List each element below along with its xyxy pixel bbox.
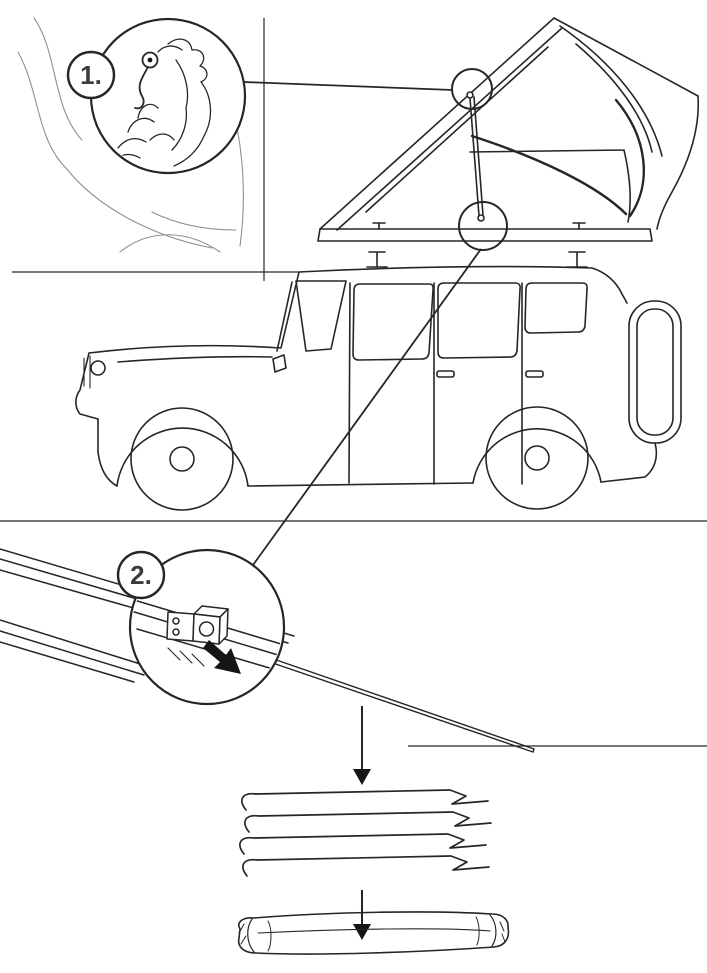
down-arrow-1 bbox=[353, 706, 371, 785]
rail-hatch-lines bbox=[167, 647, 205, 667]
step2-connector-line bbox=[252, 248, 482, 566]
spring-rod-3 bbox=[239, 833, 487, 855]
windshield bbox=[295, 280, 347, 352]
down-arrow-head-icon bbox=[353, 924, 371, 940]
roll-shading bbox=[238, 921, 506, 945]
hood-crease bbox=[117, 355, 273, 363]
roll-right-cap bbox=[489, 914, 497, 947]
tent-pole-rear bbox=[614, 98, 646, 218]
tent-fabric-edge bbox=[656, 95, 700, 230]
vehicle-silhouette bbox=[75, 265, 628, 420]
sketch-line bbox=[151, 211, 237, 231]
front-door-window bbox=[352, 283, 434, 361]
tent-folded-panel bbox=[319, 17, 563, 231]
bracket-cube-front bbox=[192, 613, 221, 645]
tent-fabric-fold bbox=[575, 43, 653, 153]
mounting-rod bbox=[257, 653, 535, 753]
strut-pivot-top bbox=[466, 91, 474, 99]
tent-mount-foot-front bbox=[366, 222, 388, 268]
sketch-line bbox=[65, 167, 213, 249]
step1-callout-circle bbox=[89, 17, 247, 175]
step1-leader-line bbox=[243, 81, 454, 91]
a-pillar-line bbox=[276, 281, 293, 352]
front-hub bbox=[169, 446, 195, 472]
bracket-flange bbox=[166, 611, 195, 642]
step2-scene-bracket-on-rail bbox=[132, 599, 282, 674]
tent-fabric-fold bbox=[559, 25, 663, 157]
step2-badge-circle bbox=[116, 550, 166, 600]
vehicle-rocker bbox=[247, 482, 474, 487]
spring-rod-2 bbox=[244, 811, 492, 833]
strut-pivot-bottom bbox=[477, 214, 485, 222]
sketch-line bbox=[17, 51, 67, 169]
frame-lines bbox=[0, 18, 707, 747]
roll-crease bbox=[257, 928, 491, 934]
bracket-bore-hole bbox=[198, 621, 215, 637]
insert-arrow-icon bbox=[203, 640, 241, 674]
step1-badge-circle bbox=[66, 50, 116, 100]
rear-wheel-arch bbox=[472, 428, 602, 484]
right-hand-sketch bbox=[157, 38, 212, 167]
vehicle-front-lower bbox=[97, 418, 118, 487]
rear-wheel bbox=[485, 406, 589, 510]
detail-circle-bottom bbox=[458, 201, 508, 251]
front-wheel-arch bbox=[116, 427, 249, 487]
left-hand-sketch bbox=[95, 103, 193, 171]
down-arrow-2 bbox=[353, 890, 371, 940]
background-arm-sketch bbox=[17, 17, 245, 253]
side-mirror bbox=[272, 354, 287, 373]
bracket-screw-hole bbox=[172, 617, 180, 625]
spare-tire-inner bbox=[636, 308, 674, 436]
rooftop-tent-drawing bbox=[317, 17, 700, 268]
spring-rod-4 bbox=[242, 855, 490, 877]
step2-badge-label: 2. bbox=[130, 560, 152, 590]
tent-platform bbox=[317, 228, 653, 242]
rear-hub bbox=[524, 445, 550, 471]
sketch-line bbox=[235, 121, 245, 247]
rod-line bbox=[258, 653, 535, 750]
fabric-cover-roll bbox=[237, 911, 510, 955]
spring-rods-group bbox=[239, 789, 492, 877]
rail-line bbox=[0, 641, 135, 683]
door-handle bbox=[436, 370, 455, 378]
tent-bed-line bbox=[469, 149, 631, 223]
step1-badge-label: 1. bbox=[80, 60, 102, 90]
rear-door-window bbox=[437, 282, 521, 359]
ring-pin-icon bbox=[141, 51, 159, 69]
quarter-window bbox=[524, 282, 588, 334]
step2-callout: 2. bbox=[116, 548, 286, 706]
ring-pin-dot bbox=[147, 57, 153, 63]
tent-apex-edge bbox=[553, 17, 699, 97]
step1-callout: 1. bbox=[66, 17, 247, 175]
pin-wire bbox=[134, 66, 149, 110]
roll-wrinkles bbox=[267, 916, 480, 952]
rail-line bbox=[0, 619, 154, 669]
spring-rod-1 bbox=[241, 789, 489, 811]
headlight bbox=[90, 360, 106, 376]
rod-line bbox=[257, 657, 534, 753]
roll-outline bbox=[237, 911, 510, 955]
door-handle bbox=[525, 370, 544, 378]
down-arrow-head-icon bbox=[353, 769, 371, 785]
vehicle-rear-lower bbox=[600, 442, 658, 483]
sketch-line bbox=[33, 17, 83, 141]
grille-lines bbox=[83, 355, 91, 389]
detail-circle-top bbox=[451, 68, 493, 110]
vehicle-drawing bbox=[75, 265, 682, 511]
bracket-screw-hole bbox=[172, 628, 180, 636]
rail-line bbox=[0, 630, 145, 676]
step1-scene-hands-with-pin bbox=[95, 38, 212, 171]
door-seam bbox=[348, 282, 351, 484]
gas-strut bbox=[469, 96, 484, 217]
tent-pole-awning bbox=[470, 134, 628, 216]
roll-left-cap bbox=[247, 918, 255, 953]
sketch-line bbox=[119, 234, 221, 253]
rod-tip bbox=[532, 748, 535, 753]
front-wheel bbox=[130, 407, 234, 511]
